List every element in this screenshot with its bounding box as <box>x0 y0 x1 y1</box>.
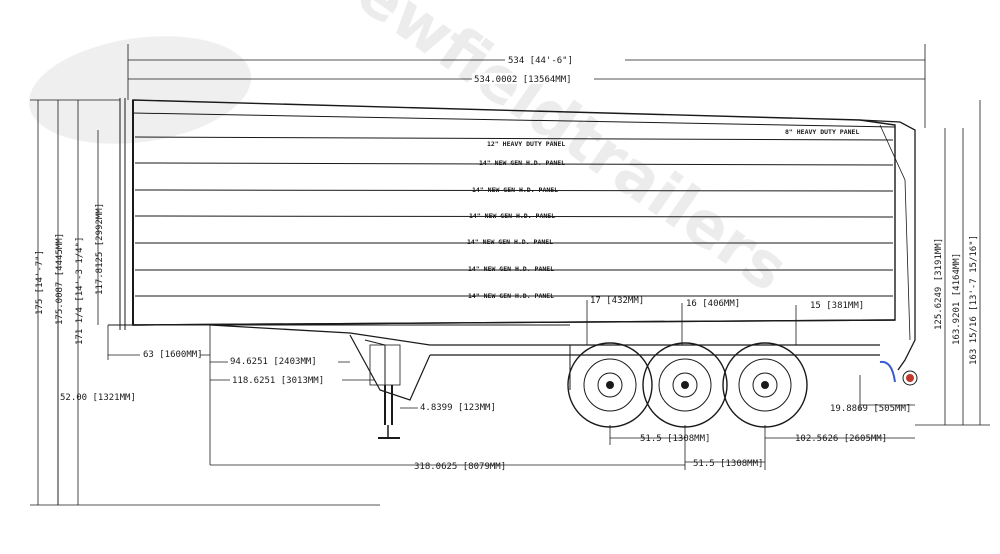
height-front-label: 171 1/4 [14'-3 1/4"] <box>75 237 85 345</box>
panel-label-3: 14" NEW GEN H.D. PANEL <box>472 186 558 194</box>
axle-spacing-1-label: 51.5 [1308MM] <box>640 434 710 444</box>
rear-lights <box>879 360 918 386</box>
panel-labels: 12" HEAVY DUTY PANEL 14" NEW GEN H.D. PA… <box>467 128 859 300</box>
panel-label-2: 14" NEW GEN H.D. PANEL <box>479 159 565 167</box>
panel-label-7: 14" NEW GEN H.D. PANEL <box>468 292 554 300</box>
panel-label-4: 14" NEW GEN H.D. PANEL <box>469 212 555 220</box>
left-height-dimensions: 175 [14'-7"] 175.0087 [4445MM] 171 1/4 [… <box>30 99 380 506</box>
panel-label-5: 14" NEW GEN H.D. PANEL <box>467 238 553 246</box>
front-dimensions: 63 [1600MM] 94.6251 [2403MM] 118.6251 [3… <box>107 325 496 465</box>
rear-body-label: 125.6249 [3191MM] <box>934 238 944 330</box>
rear-panel-label: 8" HEAVY DUTY PANEL <box>785 128 859 136</box>
axle-spacing-2-label: 51.5 [1308MM] <box>693 459 763 469</box>
axle-labels: 17 [432MM] 16 [406MM] 15 [381MM] <box>586 296 864 345</box>
panel-label-6: 14" NEW GEN H.D. PANEL <box>468 265 554 273</box>
axle-label-1: 17 [432MM] <box>590 296 644 306</box>
bottom-dimensions: 51.5 [1308MM] 51.5 [1308MM] 102.5626 [26… <box>210 375 915 472</box>
landing-gear <box>378 385 400 439</box>
rear-height-mm-label: 163.9201 [4164MM] <box>952 253 962 345</box>
kingpin-offset-label: 63 [1600MM] <box>143 350 203 360</box>
rear-overhang-label: 102.5626 [2605MM] <box>795 434 887 444</box>
landing-gear-leg-label: 4.8399 [123MM] <box>420 403 496 413</box>
watermark-text: newfieldtrailers <box>308 0 801 306</box>
rear-height-total-label: 163 15/16 [13'-7 15/16"] <box>969 235 979 365</box>
height-total-mm-label: 175.0087 [4445MM] <box>55 233 65 325</box>
panel-label-1: 12" HEAVY DUTY PANEL <box>487 140 565 148</box>
rear-bumper-label: 19.8869 [505MM] <box>830 404 911 414</box>
trailer-body <box>108 98 916 371</box>
landing-gear-1-label: 94.6251 [2403MM] <box>230 357 317 367</box>
height-total-label: 175 [14'-7"] <box>35 250 45 315</box>
body-height-label: 117.8125 [2992MM] <box>95 203 105 295</box>
wheel-axle-1 <box>567 342 653 428</box>
axle-label-2: 16 [406MM] <box>686 299 740 309</box>
overall-length-label: 534 [44'-6"] <box>508 56 573 66</box>
right-height-dimensions: 125.6249 [3191MM] 163.9201 [4164MM] 163 … <box>915 100 990 426</box>
axle-label-3: 15 [381MM] <box>810 301 864 311</box>
overall-length-dimensions: 534 [44'-6"] 534.0002 [13564MM] <box>127 44 926 128</box>
landing-gear-2-label: 118.6251 [3013MM] <box>232 376 324 386</box>
deck-height-label: 52.00 [1321MM] <box>60 393 136 403</box>
overall-length-mm-label: 534.0002 [13564MM] <box>474 75 572 85</box>
kingpin-to-axle-label: 318.0625 [8079MM] <box>414 462 506 472</box>
watermark-logo: newfieldtrailers <box>28 0 801 306</box>
